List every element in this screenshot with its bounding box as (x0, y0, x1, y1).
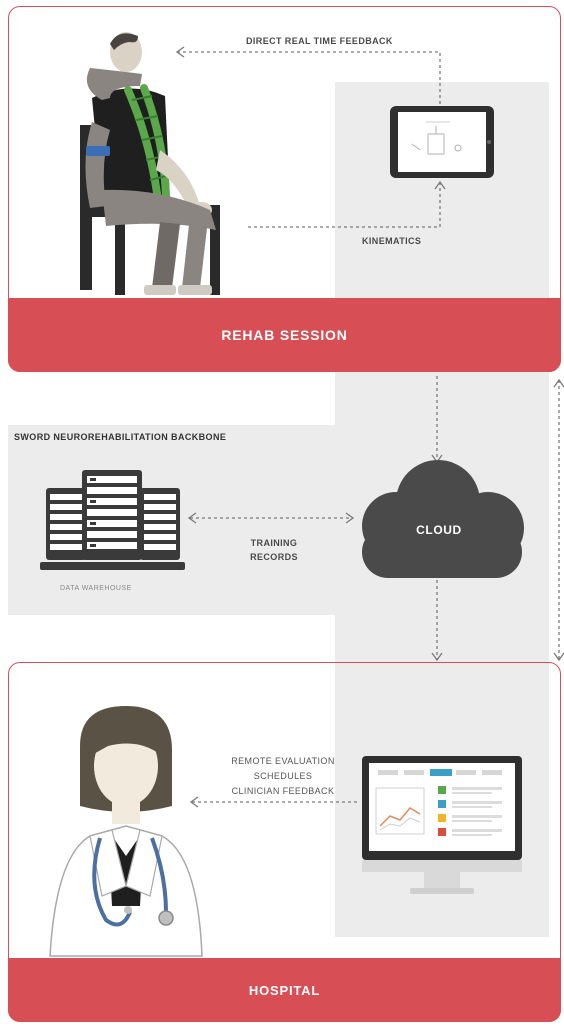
training-records-label: TRAINING RECORDS (224, 536, 324, 564)
training-right-arrowhead (345, 512, 355, 524)
right-down-arrowhead (553, 652, 564, 662)
training-left-arrowhead (187, 512, 197, 524)
cloud-label: CLOUD (416, 523, 462, 537)
cloud-icon (362, 460, 524, 578)
kinematics-connector (248, 182, 441, 228)
clinician-figure (49, 706, 203, 957)
training-records-line1: TRAINING (250, 538, 298, 548)
remote-evaluation-line1: REMOTE EVALUATION (231, 756, 335, 766)
right-up-arrowhead (553, 378, 564, 388)
hospital-label: HOSPITAL (248, 982, 321, 998)
rehab-session-label: REHAB SESSION (221, 327, 348, 343)
kinematics-label: KINEMATICS (362, 236, 422, 246)
training-records-line2: RECORDS (250, 552, 298, 562)
warehouse-label: DATA WAREHOUSE (60, 585, 132, 592)
direct-feedback-arrowhead (175, 46, 185, 58)
patient-figure (80, 32, 220, 295)
rehab-session-banner: REHAB SESSION (8, 298, 561, 372)
hospital-banner: HOSPITAL (8, 958, 561, 1022)
monitor-icon (362, 756, 522, 894)
direct-feedback-connector (178, 51, 441, 110)
server-rack-icon (40, 470, 185, 570)
direct-feedback-label: DIRECT REAL TIME FEEDBACK (246, 36, 393, 46)
backbone-title: SWORD NEUROREHABILITATION BACKBONE (14, 432, 227, 442)
remote-evaluation-label: REMOTE EVALUATION SCHEDULES CLINICIAN FE… (208, 754, 358, 799)
remote-evaluation-line2: SCHEDULES (253, 771, 313, 781)
tablet-icon (390, 106, 494, 178)
cloud-to-hospital-arrowhead (431, 652, 443, 662)
clinician-arrowhead (189, 796, 199, 808)
kinematics-arrowhead (434, 180, 446, 190)
remote-evaluation-line3: CLINICIAN FEEDBACK (231, 786, 335, 796)
